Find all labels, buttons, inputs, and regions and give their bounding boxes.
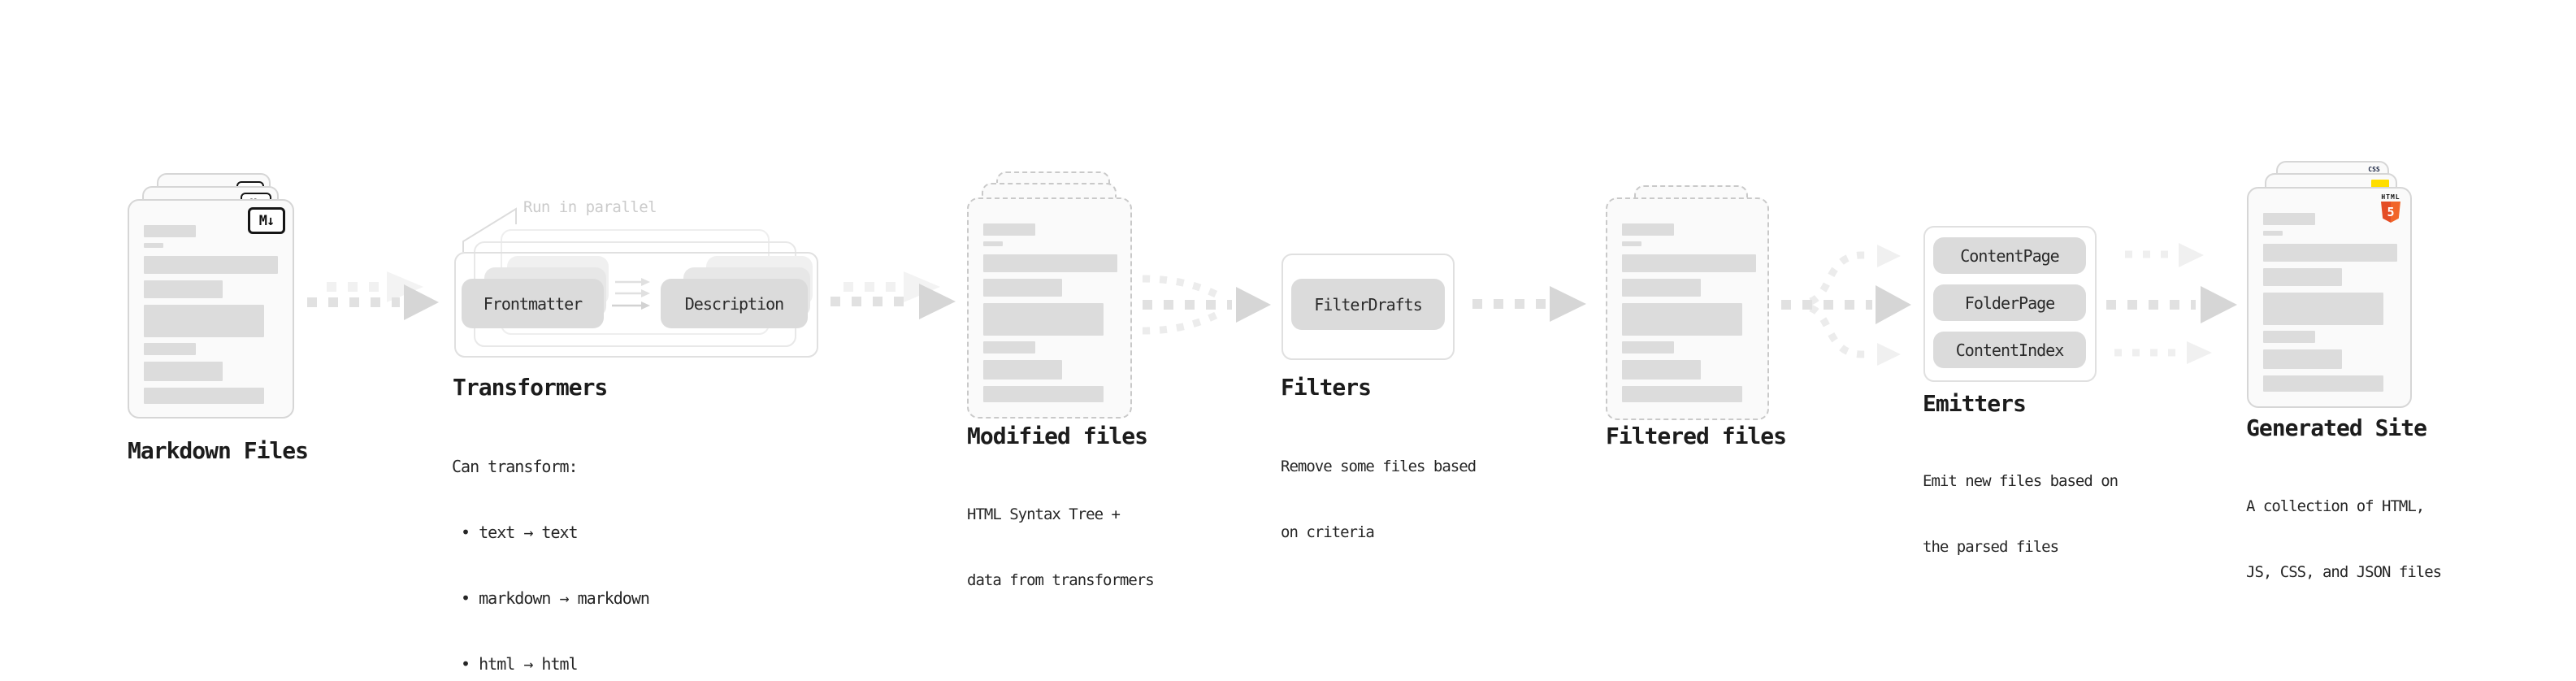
- description-pill: Description: [661, 279, 808, 328]
- arrow-modified-to-filters: [1142, 275, 1271, 335]
- contentpage-pill: ContentPage: [1933, 237, 2086, 274]
- emitters-caption: Emit new files based on the parsed files: [1923, 472, 2118, 556]
- arrow-markdown-to-transformers: [307, 271, 439, 320]
- generated-site-caption: A collection of HTML, JS, CSS, and JSON …: [2246, 497, 2442, 581]
- filterdrafts-pill: FilterDrafts: [1291, 279, 1445, 330]
- filters-caption: Remove some files based on criteria: [1281, 458, 1477, 541]
- arrow-filtered-to-emitters: [1781, 245, 1911, 366]
- arrow-transformers-to-modified: [830, 271, 956, 319]
- filtered-files-title: Filtered files: [1606, 423, 1787, 449]
- transformers-title: Transformers: [453, 374, 608, 401]
- frontmatter-pill: Frontmatter: [462, 279, 604, 328]
- run-in-parallel-note: Run in parallel: [523, 198, 657, 216]
- transformer-box-front: [454, 252, 818, 358]
- generated-site-title: Generated Site: [2246, 414, 2427, 441]
- arrow-filters-to-filtered: [1472, 286, 1586, 322]
- folderpage-pill: FolderPage: [1933, 284, 2086, 321]
- modified-files-caption: HTML Syntax Tree + data from transformer…: [967, 505, 1155, 589]
- markdown-file-card: M↓: [128, 199, 294, 419]
- modified-file-card: [967, 197, 1132, 419]
- modified-files-title: Modified files: [967, 423, 1148, 449]
- filters-title: Filters: [1281, 374, 1372, 401]
- contentindex-pill: ContentIndex: [1933, 332, 2086, 368]
- filtered-file-card: [1606, 197, 1769, 420]
- emitters-title: Emitters: [1923, 390, 2027, 417]
- arrow-emitters-to-generated: [2106, 243, 2237, 364]
- transformers-caption: Can transform: • text → text • markdown …: [452, 457, 650, 674]
- html5-icon: HTML 5: [2380, 193, 2401, 223]
- javascript-icon: [2371, 180, 2389, 188]
- markdown-icon: M↓: [248, 207, 285, 234]
- markdown-files-title: Markdown Files: [128, 437, 309, 464]
- generated-file-card: HTML 5: [2247, 187, 2412, 408]
